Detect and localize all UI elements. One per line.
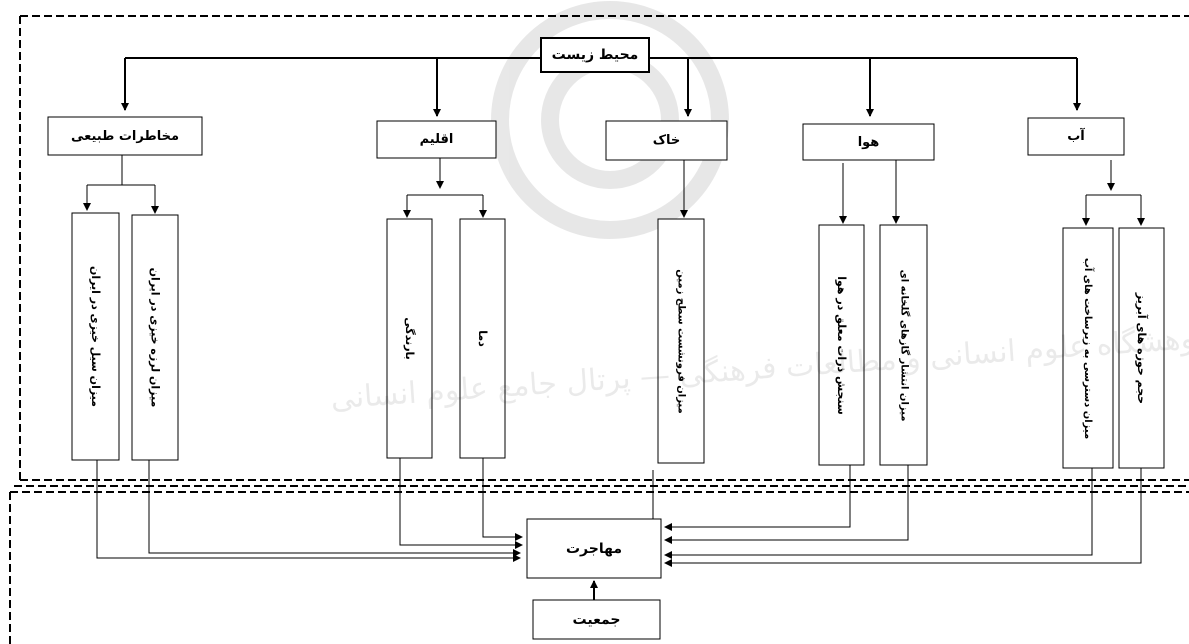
flood-hazard-label: میزان سیل خیزی در ایران <box>89 266 103 407</box>
land-subsidence-box <box>657 218 705 464</box>
water-infrastructure-box <box>1062 227 1114 469</box>
rainfall-box <box>386 218 433 459</box>
population-label: جمعیت <box>572 611 621 628</box>
soil-label: خاک <box>652 133 681 148</box>
air-box <box>802 123 935 161</box>
connectors <box>83 57 1145 600</box>
air-label: هوا <box>857 134 880 150</box>
particulate-matter-box <box>818 224 865 466</box>
migration-box <box>526 518 662 579</box>
rainfall-label: بارندگی <box>402 317 416 360</box>
temperature-label: دما <box>476 330 489 347</box>
natural-hazards-label: مخاطرات طبیعی <box>70 128 180 144</box>
flood-hazard-box <box>71 212 120 461</box>
migration-label: مهاجرت <box>565 540 623 557</box>
earthquake-hazard-box <box>131 214 179 461</box>
water-box <box>1027 117 1125 156</box>
basin-volume-box <box>1118 227 1165 469</box>
climate-box <box>376 120 497 159</box>
natural-hazards-box <box>47 116 203 156</box>
population-box <box>532 599 661 640</box>
land-subsidence-label: میزان فرونشست سطح زمین <box>675 268 687 414</box>
climate-label: اقلیم <box>419 132 454 147</box>
greenhouse-gases-box <box>879 224 928 466</box>
region-borders <box>9 15 1189 644</box>
water-label: آب <box>1067 129 1085 144</box>
earthquake-hazard-label: میزان لرزه خیزی در ایران <box>148 267 162 408</box>
boxes <box>47 37 1165 640</box>
environment-label: محیط زیست <box>551 47 639 63</box>
environment-box <box>540 37 650 73</box>
temperature-box <box>459 218 506 459</box>
soil-box <box>605 120 728 161</box>
